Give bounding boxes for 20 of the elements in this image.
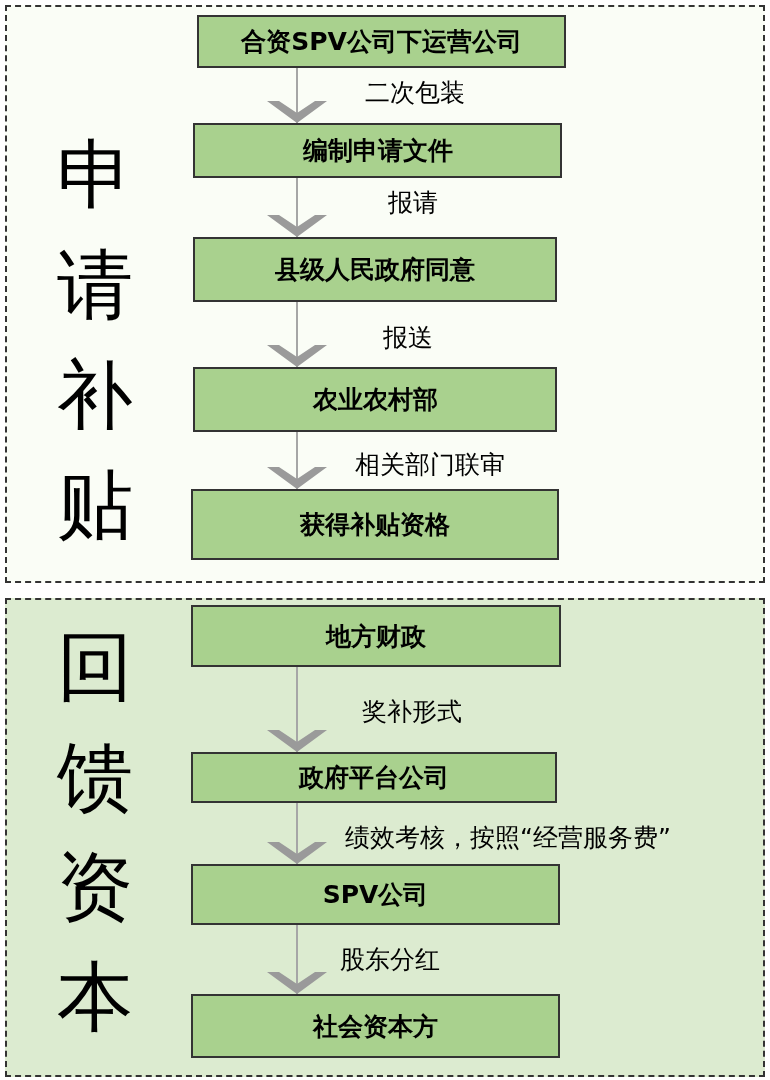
panel-heading: 申请补贴 (56, 129, 134, 551)
edge-label: 报请 (388, 187, 438, 219)
process-box: 编制申请文件 (193, 123, 562, 178)
process-box: 地方财政 (191, 605, 561, 667)
edge-label: 相关部门联审 (355, 449, 505, 481)
process-box: 农业农村部 (193, 367, 557, 432)
process-box: 县级人民政府同意 (193, 237, 557, 302)
process-box: 合资SPV公司下运营公司 (197, 15, 566, 68)
process-box: SPV公司 (191, 864, 560, 925)
panel-heading: 回馈资本 (56, 621, 134, 1043)
dashed-panel (5, 5, 765, 583)
edge-label: 股东分红 (340, 944, 440, 976)
process-box: 政府平台公司 (191, 752, 557, 803)
edge-label: 报送 (383, 322, 433, 354)
edge-label: 二次包装 (365, 77, 465, 109)
edge-label: 绩效考核，按照“经营服务费” (345, 822, 671, 854)
process-box: 社会资本方 (191, 994, 560, 1058)
edge-label: 奖补形式 (362, 696, 462, 728)
process-box: 获得补贴资格 (191, 489, 559, 560)
dashed-panel (5, 598, 765, 1077)
